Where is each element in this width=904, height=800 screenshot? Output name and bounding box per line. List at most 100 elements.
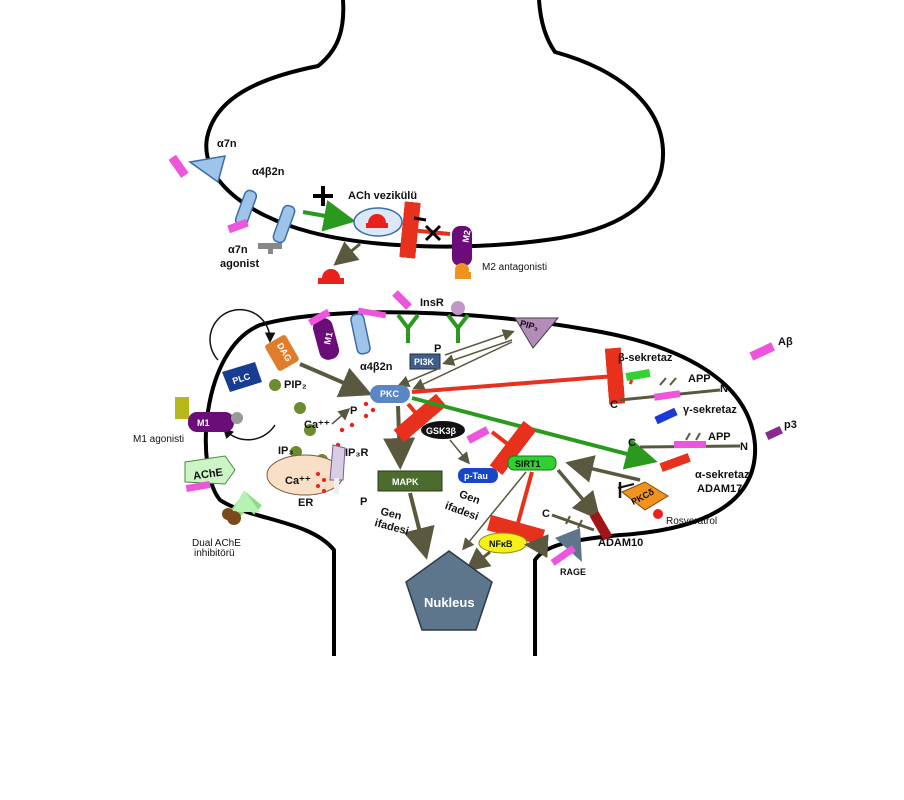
- insr-ligand: [451, 301, 465, 315]
- pi3k-to-pkc: [397, 367, 441, 388]
- dual-inhibitor-label-1: Dual AChE: [192, 538, 241, 549]
- ca-to-pkc: [331, 408, 351, 425]
- a4b2n-post-receptor: [350, 307, 387, 355]
- ache-node: [184, 455, 236, 493]
- n-label-1: N: [720, 383, 728, 395]
- ptau-node: [458, 468, 498, 483]
- beta-secretase-label: β-sekretaz: [618, 352, 673, 364]
- adam10: [589, 511, 613, 541]
- c-label-2: C: [628, 437, 636, 449]
- ach-vesicle-label: ACh vezikülü: [348, 190, 417, 202]
- sirt1-to-nucleus: [462, 471, 527, 551]
- insr-ligand-marker: [392, 290, 412, 310]
- insr-label: InsR: [420, 297, 444, 309]
- sirt1-node: [507, 455, 557, 471]
- release-arrow: [333, 241, 361, 266]
- rosveratrol-dot: [653, 509, 663, 519]
- pip3-node: [514, 317, 560, 349]
- er-organelle: [266, 444, 346, 496]
- rage-receptor: [550, 528, 582, 566]
- pip2-dot: [269, 379, 281, 391]
- adam10-label: ADAM10: [598, 537, 643, 549]
- sirt1-inhibits-nfkb: [486, 471, 546, 546]
- alpha-secretase-label-2: ADAM17: [697, 483, 742, 495]
- ip3-label: IP₃: [278, 445, 293, 457]
- gamma-secretase-label: γ-sekretaz: [683, 404, 737, 416]
- pkc-phospho-label: P: [350, 405, 357, 417]
- beta-secretase: [625, 368, 651, 382]
- rage-to-nfkb: [524, 534, 549, 558]
- pip3-to-pi3k: [442, 339, 513, 366]
- app-label-2: APP: [708, 431, 731, 443]
- sirt1-inhibitor-marker: [466, 426, 490, 444]
- gamma-secretase: [654, 407, 678, 425]
- ptau-label: p-Tau: [464, 471, 488, 481]
- sirt1-to-adam10: [556, 468, 601, 521]
- inhibits-sirt1: [489, 420, 537, 476]
- a7n-agonist-label-1: α7n: [228, 244, 248, 256]
- a7n-agonist-receptor: [258, 204, 296, 254]
- mapk-node: [377, 470, 443, 492]
- er-ca-dots: [316, 472, 326, 493]
- a7n-agonist-label-2: agonist: [220, 258, 259, 270]
- pkc-inhibits-beta-secretase: [411, 347, 626, 405]
- gsk3b-to-ptau: [449, 439, 470, 465]
- ca-label: Ca⁺⁺: [304, 419, 330, 431]
- rage-label: RAGE: [560, 567, 586, 577]
- ca-er-label: Ca⁺⁺: [285, 475, 311, 487]
- m2-receptor: [452, 226, 472, 279]
- gsk3b-label: GSK3β: [426, 426, 457, 436]
- pkc-to-mapk: [383, 405, 416, 470]
- m1-left-receptor: [175, 397, 243, 432]
- gsk3b-node: [421, 421, 465, 439]
- p3-fragment: [765, 425, 783, 441]
- alpha-secretase-label-1: α-sekretaz: [695, 469, 750, 481]
- a4b2n-top-label: α4β2n: [252, 166, 285, 178]
- sirt1-label: SIRT1: [515, 459, 541, 469]
- m1-left-label: M1: [197, 418, 210, 428]
- cycle-arrow-top: [209, 308, 276, 361]
- ach-molecule-icon: [366, 214, 388, 228]
- m1-agonist-label: M1 agonisti: [133, 434, 184, 445]
- nfkb-to-nucleus: [465, 547, 492, 572]
- ip3r-label: IP₃R: [345, 447, 368, 459]
- presynaptic-membrane: [204, 0, 666, 249]
- pip3-to-pkc: [412, 341, 513, 390]
- pi3k-node: [409, 353, 441, 370]
- pkc-rot-to-sirt1: [565, 455, 641, 483]
- gen-label-1a: Gen: [379, 506, 403, 523]
- ip3-dot-1: [294, 402, 306, 414]
- insr-receptor-right: [446, 313, 470, 343]
- insr-receptor-left: [396, 313, 420, 343]
- mapk-to-nucleus: [403, 492, 435, 560]
- nucleus-label: Nukleus: [424, 595, 475, 610]
- nfkb-label: NFκB: [489, 539, 513, 549]
- dag-to-pkc: [299, 362, 373, 398]
- released-ach-icon: [318, 269, 344, 284]
- pi3k-label: PI3K: [414, 357, 435, 367]
- m2-antagonist-label: M2 antagonisti: [482, 262, 547, 273]
- pkc-label: PKC: [380, 389, 400, 399]
- minus-sign: [413, 216, 427, 222]
- pi3k-to-pip3: [444, 329, 515, 356]
- abeta-fragment: [749, 342, 775, 361]
- alpha-secretase: [659, 453, 691, 472]
- abeta-label: Aβ: [778, 336, 793, 348]
- x-mark: [424, 224, 442, 242]
- mapk-phospho-label: P: [360, 496, 367, 508]
- n-label-2: N: [740, 441, 748, 453]
- rage-strand: [551, 513, 595, 532]
- p3-label: p3: [784, 419, 797, 431]
- dual-inhibitor-label-2: inhibitörü: [194, 548, 235, 559]
- cycle-arrow-bottom: [222, 424, 276, 441]
- mapk-label: MAPK: [392, 477, 419, 487]
- a4b2n-top-receptor: [227, 189, 258, 234]
- dag-node: [265, 335, 299, 371]
- nucleus-pentagon-icon: [405, 550, 493, 631]
- dual-ache-inhibitor: [222, 490, 262, 525]
- a7n-receptor: [168, 154, 227, 184]
- app-label-1: APP: [688, 373, 711, 385]
- a7n-label: α7n: [217, 138, 237, 150]
- c-label-3: C: [542, 508, 550, 520]
